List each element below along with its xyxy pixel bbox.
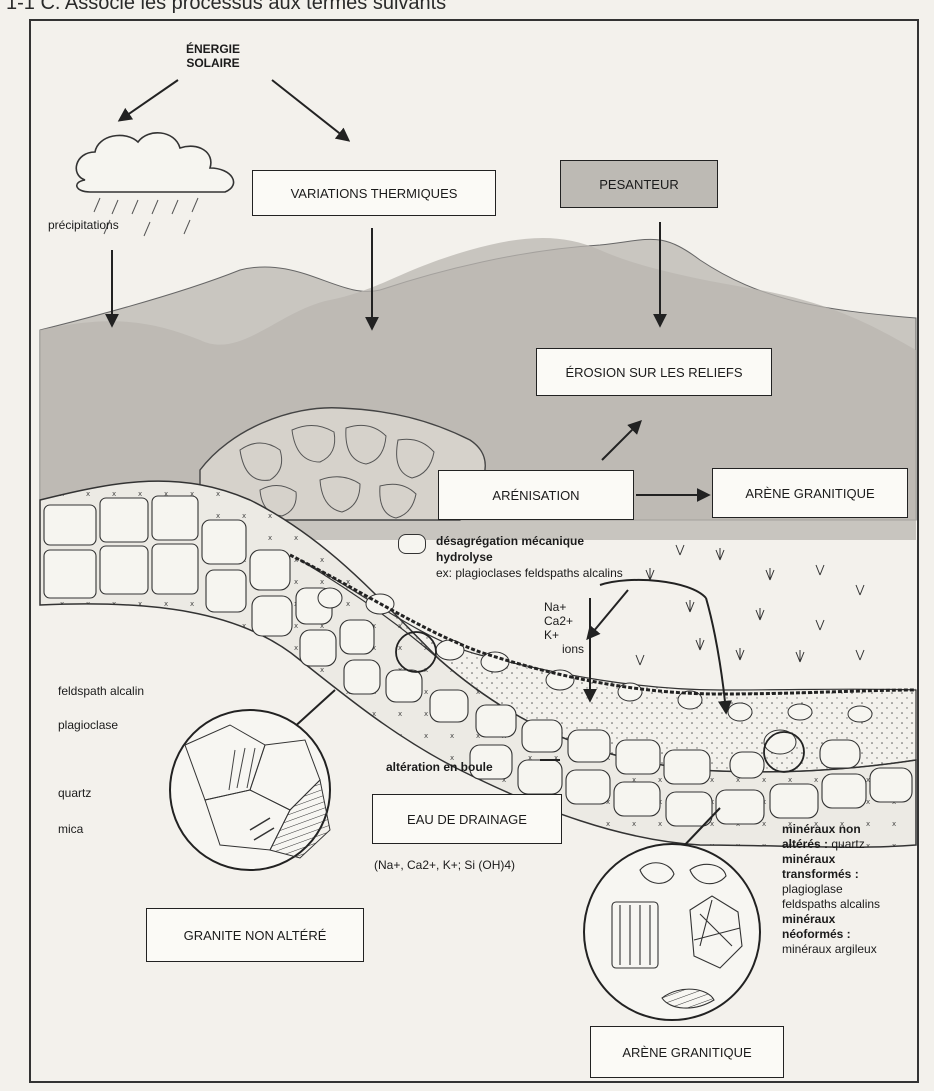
hydrolysis-example: ex: plagioclases feldspaths alcalins bbox=[436, 566, 623, 580]
granitic-arena-box-right: ARÈNE GRANITIQUE bbox=[712, 468, 908, 518]
mechanical-disaggregation-label: désagrégation mécanique bbox=[436, 534, 584, 548]
plagioclase-label: plagioclase bbox=[58, 718, 118, 732]
thermal-variations-box: VARIATIONS THERMIQUES bbox=[252, 170, 496, 216]
solar-energy-line2: SOLAIRE bbox=[186, 56, 240, 70]
alkali-feldspar-label: feldspath alcalin bbox=[58, 684, 144, 698]
spheroidal-weathering-label: altération en boule bbox=[386, 760, 493, 774]
non-altered-quartz: quartz bbox=[831, 837, 864, 851]
non-altered-title-1: minéraux non bbox=[782, 822, 880, 837]
transformed-title-2: transformés : bbox=[782, 867, 880, 882]
transformed-feldspars: feldspaths alcalins bbox=[782, 897, 880, 912]
minerals-legend: minéraux non altérés : quartz minéraux t… bbox=[782, 822, 880, 957]
granitic-arena-box-bottom: ARÈNE GRANITIQUE bbox=[590, 1026, 784, 1078]
block-legend-icon bbox=[398, 534, 426, 554]
solar-energy-label: ÉNERGIE SOLAIRE bbox=[186, 42, 240, 70]
transformed-plagioglase: plagioglase bbox=[782, 882, 880, 897]
ion-k: K+ bbox=[544, 628, 559, 642]
gravity-box: PESANTEUR bbox=[560, 160, 718, 208]
neoformed-title-2: néoformés : bbox=[782, 927, 880, 942]
neoformed-title-1: minéraux bbox=[782, 912, 880, 927]
ion-ca: Ca2+ bbox=[544, 614, 573, 628]
non-altered-title-2: altérés : bbox=[782, 837, 828, 851]
ions-label: ions bbox=[562, 642, 584, 656]
drainage-water-box: EAU DE DRAINAGE bbox=[372, 794, 562, 844]
rain-cloud bbox=[76, 133, 233, 192]
non-altered-row: altérés : quartz bbox=[782, 837, 880, 852]
ion-na: Na+ bbox=[544, 600, 566, 614]
unaltered-granite-box: GRANITE NON ALTÉRÉ bbox=[146, 908, 364, 962]
drainage-formula: (Na+, Ca2+, K+; Si (OH)4) bbox=[374, 858, 515, 872]
arenisation-box: ARÉNISATION bbox=[438, 470, 634, 520]
solar-energy-line1: ÉNERGIE bbox=[186, 42, 240, 56]
hydrolysis-label: hydrolyse bbox=[436, 550, 493, 564]
erosion-box: ÉROSION SUR LES RELIEFS bbox=[536, 348, 772, 396]
mica-label: mica bbox=[58, 822, 83, 836]
neoformed-clays: minéraux argileux bbox=[782, 942, 880, 957]
transformed-title-1: minéraux bbox=[782, 852, 880, 867]
precipitations-label: précipitations bbox=[48, 218, 119, 232]
grass-tufts bbox=[636, 545, 864, 665]
quartz-label: quartz bbox=[58, 786, 91, 800]
